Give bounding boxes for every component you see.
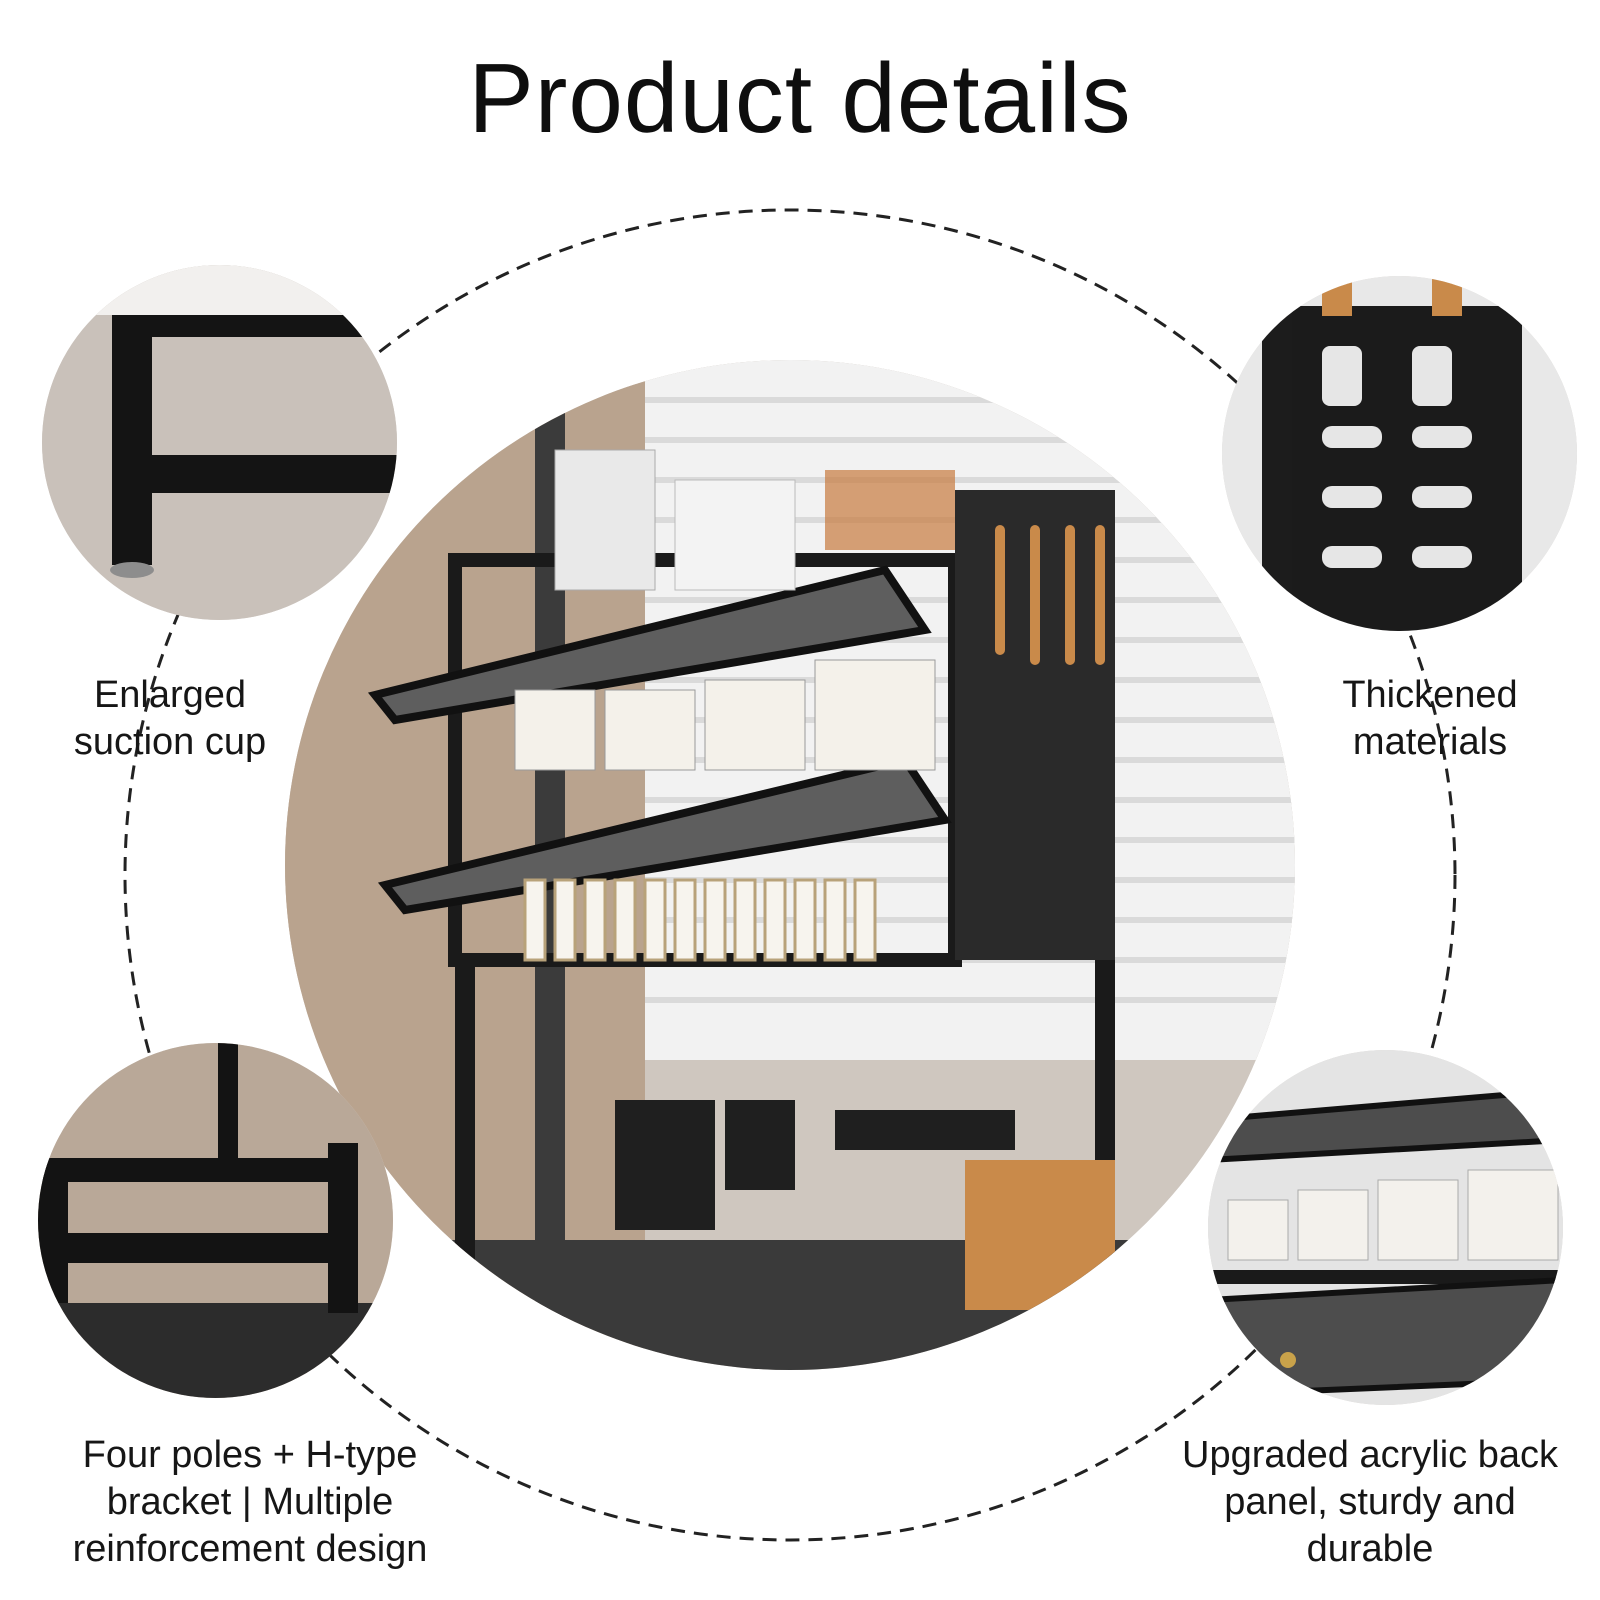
feature-label-suction-cup: Enlarged suction cup bbox=[73, 674, 267, 763]
feature-label-acrylic-panel: Upgraded acrylic back panel, sturdy and … bbox=[1182, 1434, 1558, 1570]
feature-label-thickened-materials: Thickened materials bbox=[1342, 674, 1518, 763]
detail-image-thickened-materials bbox=[1222, 276, 1577, 631]
feature-label-h-bracket: Four poles + H-type bracket | Multiple r… bbox=[72, 1434, 428, 1570]
page-title: Product details bbox=[468, 43, 1132, 153]
main-product-image bbox=[285, 360, 1295, 1370]
detail-image-suction-cup bbox=[42, 265, 397, 620]
detail-image-acrylic-panel bbox=[1208, 1050, 1563, 1405]
detail-image-h-bracket bbox=[38, 1043, 393, 1398]
